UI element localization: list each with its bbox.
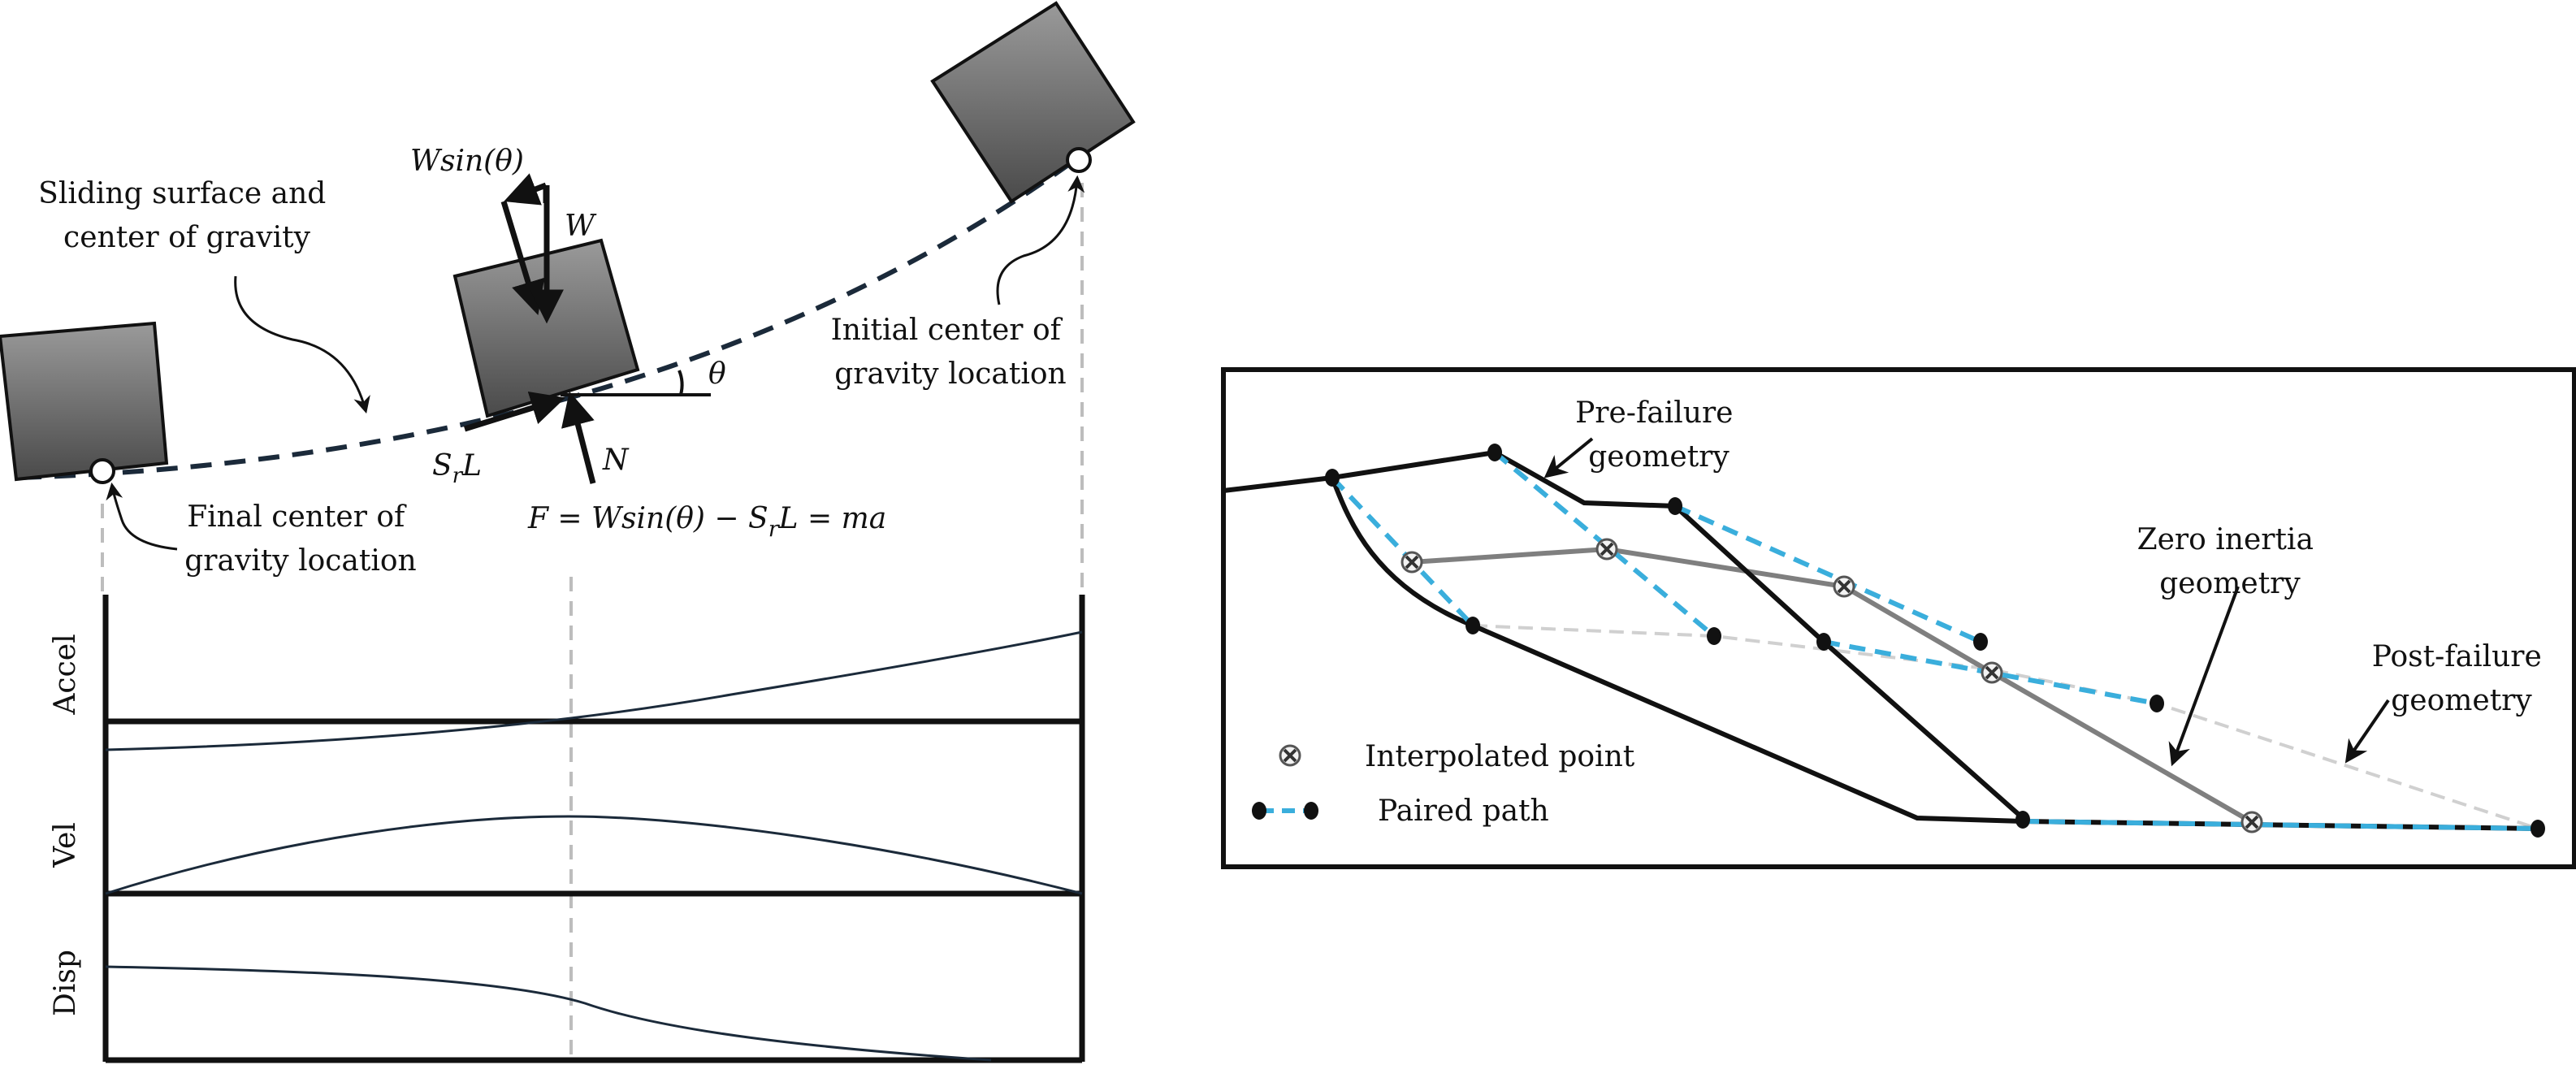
block-middle — [452, 238, 640, 418]
theta-label: θ — [708, 357, 726, 391]
interpolated-marker — [1981, 661, 2003, 684]
final-cg-marker — [89, 458, 115, 484]
n-arrow — [561, 391, 596, 484]
label-arrows — [1543, 437, 2390, 767]
leader-arrows — [106, 175, 1085, 551]
sr-sub: r — [452, 464, 464, 488]
zero-inertia-line2: geometry — [2159, 567, 2301, 600]
sr-arrow — [463, 391, 566, 432]
w-sin-arrow — [504, 173, 548, 206]
legend-paired-label: Paired path — [1378, 794, 1549, 828]
vel-label: Vel — [49, 822, 82, 868]
endpoint-dot — [1816, 633, 1831, 651]
post-failure-line2: geometry — [2391, 684, 2532, 717]
legend: Interpolated point Paired path — [1252, 740, 1635, 828]
sliding-surface-line2: center of gravity — [63, 221, 311, 254]
initial-cg-marker — [1066, 147, 1092, 173]
equation-sub: r — [768, 517, 781, 542]
endpoint-dot — [1668, 497, 1682, 515]
paired-path-1 — [1330, 475, 1475, 628]
block-final — [0, 321, 169, 482]
final-cg-line1: Final center of — [187, 500, 407, 534]
final-cg-line2: gravity location — [184, 544, 416, 578]
interpolated-marker — [1595, 538, 1618, 561]
endpoint-dot — [1325, 469, 1340, 487]
sr-label: SrL — [432, 449, 482, 488]
equation: F = Wsin(θ) − SrL = ma — [527, 502, 886, 542]
n-label: N — [602, 444, 630, 477]
disp-label: Disp — [49, 950, 82, 1016]
accel-label: Accel — [49, 634, 82, 715]
final-cg-leader — [106, 482, 178, 551]
endpoint-dot — [1466, 617, 1480, 634]
legend-interpolated-label: Interpolated point — [1365, 740, 1635, 773]
plot-frame — [102, 595, 1085, 1063]
legend-interpolated-marker — [1279, 744, 1301, 767]
initial-cg-label: Initial center of gravity location — [831, 314, 1071, 391]
interpolated-marker — [1401, 551, 1423, 574]
sr-main: S — [432, 449, 452, 483]
left-panel: Wsin(θ) W θ N SrL F = Wsin(θ) − SrL = ma… — [0, 1, 1136, 1063]
endpoint-dot — [1487, 444, 1502, 461]
post-failure-label: Post-failure geometry — [2372, 640, 2552, 717]
path-endpoints — [1325, 444, 2545, 838]
pre-failure-line1: Pre-failure — [1575, 396, 1733, 430]
paired-path-3 — [1673, 504, 1982, 644]
endpoint-dot — [2015, 811, 2030, 829]
post-failure-geometry — [1472, 624, 2539, 830]
pre-failure-arrow — [1543, 437, 1594, 478]
endpoint-dot — [1973, 633, 1988, 651]
sliding-surface-curve — [19, 114, 1135, 480]
zero-inertia-arrow — [2168, 586, 2240, 767]
zero-inertia-line1: Zero inertia — [2137, 523, 2314, 556]
sr-tail: L — [461, 449, 482, 483]
legend-paired-dot-right — [1304, 802, 1318, 820]
interpolated-points — [1401, 538, 2263, 833]
sliding-surface-leader — [234, 275, 370, 414]
pre-failure-line2: geometry — [1588, 440, 1730, 474]
plot-curves — [105, 630, 1083, 1062]
endpoint-dot — [2150, 695, 2164, 712]
endpoint-dot — [2531, 820, 2545, 838]
w-sin-label: Wsin(θ) — [410, 145, 524, 178]
time-history-plots: Accel Vel Disp — [49, 595, 1085, 1063]
paired-path-5 — [2022, 819, 2539, 831]
initial-cg-line1: Initial center of — [831, 314, 1063, 347]
block-initial — [930, 1, 1136, 204]
initial-cg-leader — [996, 175, 1085, 305]
equation-a: F = Wsin(θ) − S — [527, 502, 768, 535]
force-vectors — [463, 173, 711, 484]
disp-curve — [105, 965, 992, 1062]
guide-lines — [101, 183, 1084, 1060]
post-failure-line1: Post-failure — [2372, 640, 2542, 673]
initial-cg-line2: gravity location — [834, 357, 1066, 391]
interpolated-marker — [1833, 575, 1855, 598]
final-cg-label: Final center of gravity location — [184, 500, 416, 578]
sliding-surface-line1: Sliding surface and — [38, 177, 326, 210]
right-panel: Pre-failure geometry Zero inertia geomet… — [1221, 367, 2576, 869]
legend-paired-dot-left — [1252, 802, 1266, 820]
pre-failure-label: Pre-failure geometry — [1575, 396, 1743, 474]
equation-b: L = ma — [778, 502, 887, 535]
theta-arc — [678, 370, 684, 396]
vel-curve — [105, 815, 1083, 895]
post-failure-arrow — [2344, 699, 2390, 764]
zero-inertia-label: Zero inertia geometry — [2137, 523, 2323, 600]
sliding-surface-label: Sliding surface and center of gravity — [38, 177, 336, 254]
accel-curve — [105, 630, 1083, 751]
endpoint-dot — [1707, 627, 1721, 645]
interpolated-marker — [2240, 811, 2263, 833]
w-label: W — [565, 210, 597, 243]
